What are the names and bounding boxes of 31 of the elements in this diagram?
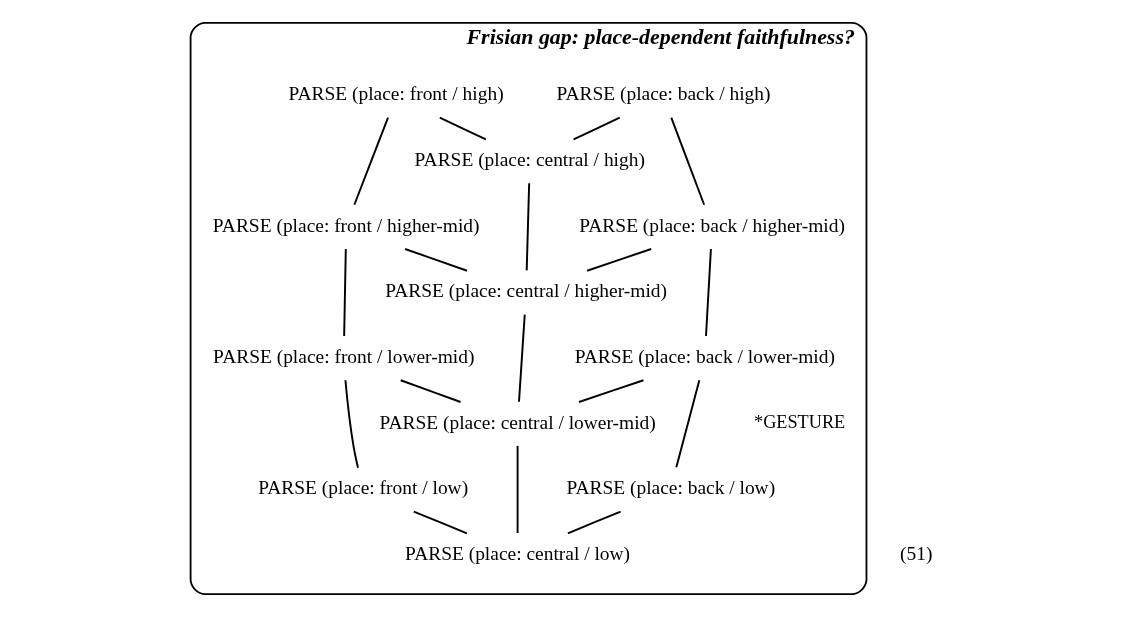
- connector: [403, 248, 468, 272]
- connector: [516, 444, 519, 534]
- node-text: PARSE (place: central / lower-mid): [378, 411, 656, 433]
- connector: [704, 248, 712, 338]
- connector: [343, 379, 359, 469]
- node-text: PARSE (place: back / higher-mid): [578, 214, 845, 236]
- connector: [572, 116, 621, 141]
- label: *GESTURE: [753, 412, 845, 433]
- node-text: PARSE (place: front / high): [287, 83, 504, 105]
- connector: [669, 116, 705, 206]
- node-text: PARSE (place: central / higher-mid): [384, 280, 667, 302]
- node-text: PARSE (place: front / higher-mid): [212, 214, 480, 236]
- connector: [577, 379, 644, 403]
- node-text: PARSE (place: front / lower-mid): [212, 345, 474, 367]
- connector: [352, 116, 389, 206]
- connector: [585, 248, 652, 272]
- connector: [525, 182, 530, 272]
- node-text: PARSE (place: central / low): [404, 542, 630, 564]
- node-text: PARSE (place: back / low): [565, 477, 775, 499]
- connector: [412, 510, 468, 535]
- connector: [399, 379, 461, 403]
- connector: [517, 313, 526, 403]
- node-text: PARSE (place: front / low): [257, 477, 468, 499]
- label: (51): [899, 542, 933, 564]
- node-text: PARSE (place: back / high): [555, 83, 771, 105]
- connector: [566, 510, 622, 535]
- connector: [438, 116, 487, 141]
- connector: [342, 248, 347, 338]
- node-text: PARSE (place: central / high): [414, 149, 645, 171]
- node-text: PARSE (place: back / lower-mid): [574, 345, 835, 367]
- connector: [674, 379, 700, 469]
